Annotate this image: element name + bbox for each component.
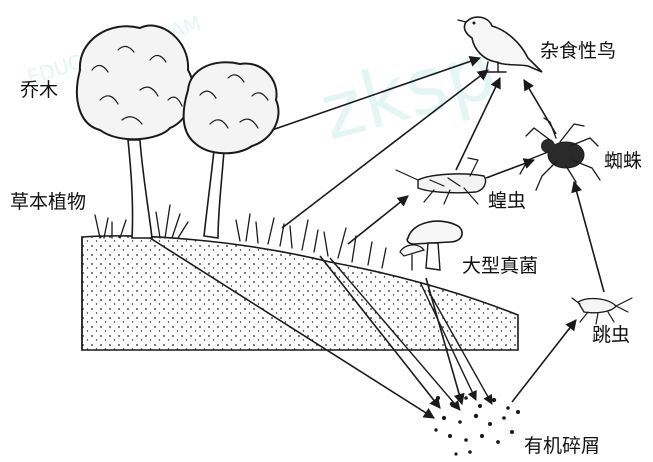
label-fungus: 大型真菌 [462, 255, 538, 277]
label-detritus: 有机碎屑 [524, 435, 600, 457]
spider-drawing [519, 117, 601, 193]
arrow-herb-to-bird [281, 69, 489, 229]
arrow-springtail-to-spider [571, 180, 605, 293]
labels: 杂食性鸟 乔木 蜘蛛 草本植物 蝗虫 大型真菌 跳虫 有机碎屑 [10, 40, 642, 457]
label-spider: 蜘蛛 [604, 150, 642, 172]
locust-drawing [395, 157, 487, 205]
arrow-to-detritus-extra [329, 257, 461, 411]
arrow-herb-to-locust [347, 195, 409, 245]
arrow-to-detritus-extra [427, 289, 493, 405]
arrow-locust-to-spider [485, 158, 536, 179]
arrow-to-detritus-extra [419, 281, 477, 401]
label-herb: 草本植物 [10, 191, 86, 213]
bird-drawing [457, 16, 543, 73]
arrow-fungus-to-detritus [425, 277, 465, 406]
arrow-tree-to-detritus [149, 237, 435, 419]
arrow-detritus-to-springtail [511, 319, 577, 403]
fungus-drawing [399, 220, 463, 271]
detritus-particles [434, 396, 520, 456]
tree-right [182, 61, 280, 239]
label-bird: 杂食性鸟 [540, 40, 616, 62]
label-tree: 乔木 [20, 79, 58, 101]
arrow-locust-to-bird [455, 76, 501, 171]
grass-clumps [94, 204, 387, 269]
arrow-layer [149, 56, 605, 419]
label-springtail: 跳虫 [592, 324, 630, 346]
springtail-drawing [571, 297, 633, 325]
arrow-tree-to-bird [271, 56, 482, 131]
arrow-spider-to-bird [523, 79, 557, 135]
label-locust: 蝗虫 [488, 190, 526, 212]
arrow-herb-to-detritus [319, 255, 441, 409]
tree-left [75, 24, 195, 239]
